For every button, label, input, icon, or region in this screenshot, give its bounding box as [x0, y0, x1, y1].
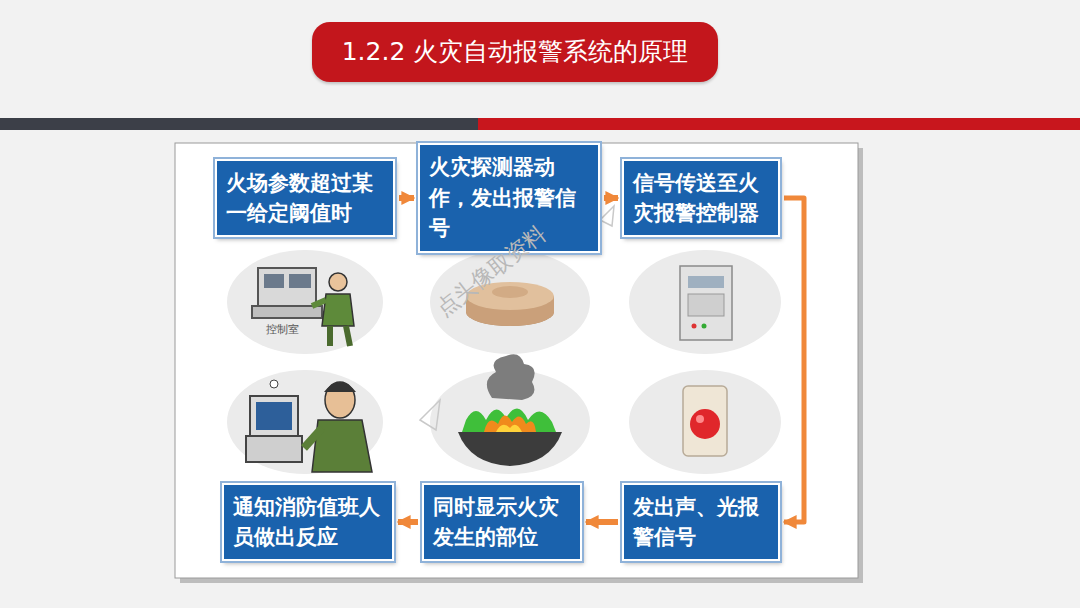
- oval-grounds: [227, 250, 781, 474]
- process-box: 通知消防值班人员做出反应: [222, 483, 394, 562]
- sound-light-alarm-icon: [683, 386, 727, 456]
- fire-icon: [458, 354, 562, 466]
- flow-arrow: [399, 195, 414, 201]
- control-room-icon: [252, 268, 354, 346]
- box-text: 火场参数超过某一给定阈值时: [226, 168, 384, 229]
- duty-staff-icon: [246, 380, 372, 472]
- room-label: 控制室: [266, 322, 299, 337]
- process-box: 火灾探测器动作，发出报警信号: [418, 143, 600, 252]
- header-bar-dark: [0, 118, 478, 130]
- flow-arrow: [398, 519, 418, 525]
- diagram-frame: [175, 143, 858, 578]
- box-text: 发出声、光报警信号: [633, 492, 769, 553]
- slide-title: 1.2.2 火灾自动报警系统的原理: [312, 22, 719, 82]
- flow-arrow: [784, 198, 804, 522]
- box-text: 通知消防值班人员做出反应: [233, 492, 383, 553]
- process-box: 信号传送至火灾报警控制器: [622, 159, 780, 238]
- box-text: 同时显示火灾发生的部位: [433, 492, 571, 553]
- box-text: 火灾探测器动作，发出报警信号: [429, 152, 589, 243]
- alarm-controller-icon: [680, 266, 732, 340]
- flow-arrow: [604, 195, 618, 201]
- process-box: 火场参数超过某一给定阈值时: [215, 159, 395, 238]
- box-text: 信号传送至火灾报警控制器: [633, 168, 769, 229]
- process-box: 发出声、光报警信号: [622, 483, 780, 562]
- header-bar-red: [478, 118, 1080, 130]
- flow-arrow: [586, 519, 618, 525]
- process-box: 同时显示火灾发生的部位: [422, 483, 582, 562]
